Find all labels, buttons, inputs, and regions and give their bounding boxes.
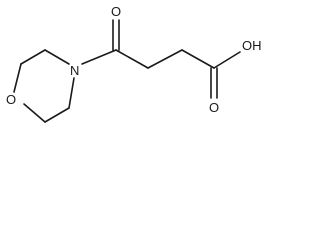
morpholine-ring (13, 49, 75, 123)
bond-o-c5 (23, 103, 46, 123)
bond-c2-c3 (147, 49, 183, 69)
bond-c1-c2 (115, 49, 149, 69)
structure-canvas: N O O OH O (0, 0, 269, 133)
bond-acid-oh (213, 51, 241, 69)
bond-c3-o (13, 63, 22, 93)
molecule-diagram: N O O OH O (6, 4, 262, 123)
bond-n-carbonyl (81, 49, 117, 65)
bond-c5-c6 (44, 107, 70, 123)
atom-ketone-oxygen-label: O (111, 4, 121, 19)
butanoyl-chain (81, 19, 241, 99)
atom-ring-oxygen-label: O (6, 92, 16, 107)
atom-hydroxyl-label: OH (242, 38, 262, 53)
bond-c2-c3 (20, 49, 46, 65)
atom-acid-oxygen-label: O (209, 100, 219, 115)
bond-c6-n (68, 77, 75, 109)
bond-n-c2 (44, 49, 70, 65)
bond-c3-c4 (181, 49, 215, 69)
atom-nitrogen-label: N (70, 63, 79, 78)
